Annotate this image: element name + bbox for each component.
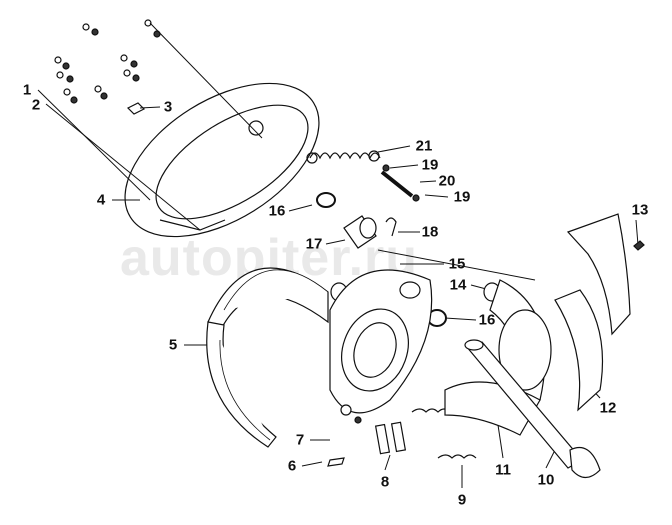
callout-16b: 16 [478, 311, 496, 329]
callout-4: 4 [96, 191, 106, 209]
callout-3: 3 [163, 98, 173, 116]
callout-5: 5 [168, 336, 178, 354]
callout-16a: 16 [268, 202, 286, 220]
callout-1: 1 [22, 81, 32, 99]
callout-15: 15 [448, 255, 466, 273]
spider [327, 269, 433, 467]
rollers [374, 421, 407, 455]
callout-20: 20 [438, 172, 456, 190]
callout-13: 13 [631, 201, 649, 219]
callout-19a: 19 [421, 156, 439, 174]
leader-lines [37, 22, 639, 488]
callout-18: 18 [421, 223, 439, 241]
callout-7: 7 [295, 431, 305, 449]
callout-17: 17 [305, 235, 323, 253]
lining-top-right [566, 213, 645, 336]
brake-shoe-left [206, 267, 329, 448]
callout-8: 8 [380, 473, 390, 491]
callout-19b: 19 [453, 188, 471, 206]
callout-12: 12 [599, 399, 617, 417]
bushings-seals [316, 192, 501, 327]
callout-9: 9 [457, 491, 467, 509]
callout-6: 6 [287, 457, 297, 475]
camshaft [464, 339, 601, 479]
callout-2: 2 [31, 96, 41, 114]
nuts-group [54, 19, 161, 115]
callout-11: 11 [495, 461, 511, 479]
return-springs [306, 150, 420, 202]
callout-21: 21 [415, 137, 433, 155]
callout-10: 10 [537, 471, 555, 489]
shoe-springs [411, 408, 477, 459]
lining-right [554, 289, 604, 412]
callout-14: 14 [449, 276, 467, 294]
